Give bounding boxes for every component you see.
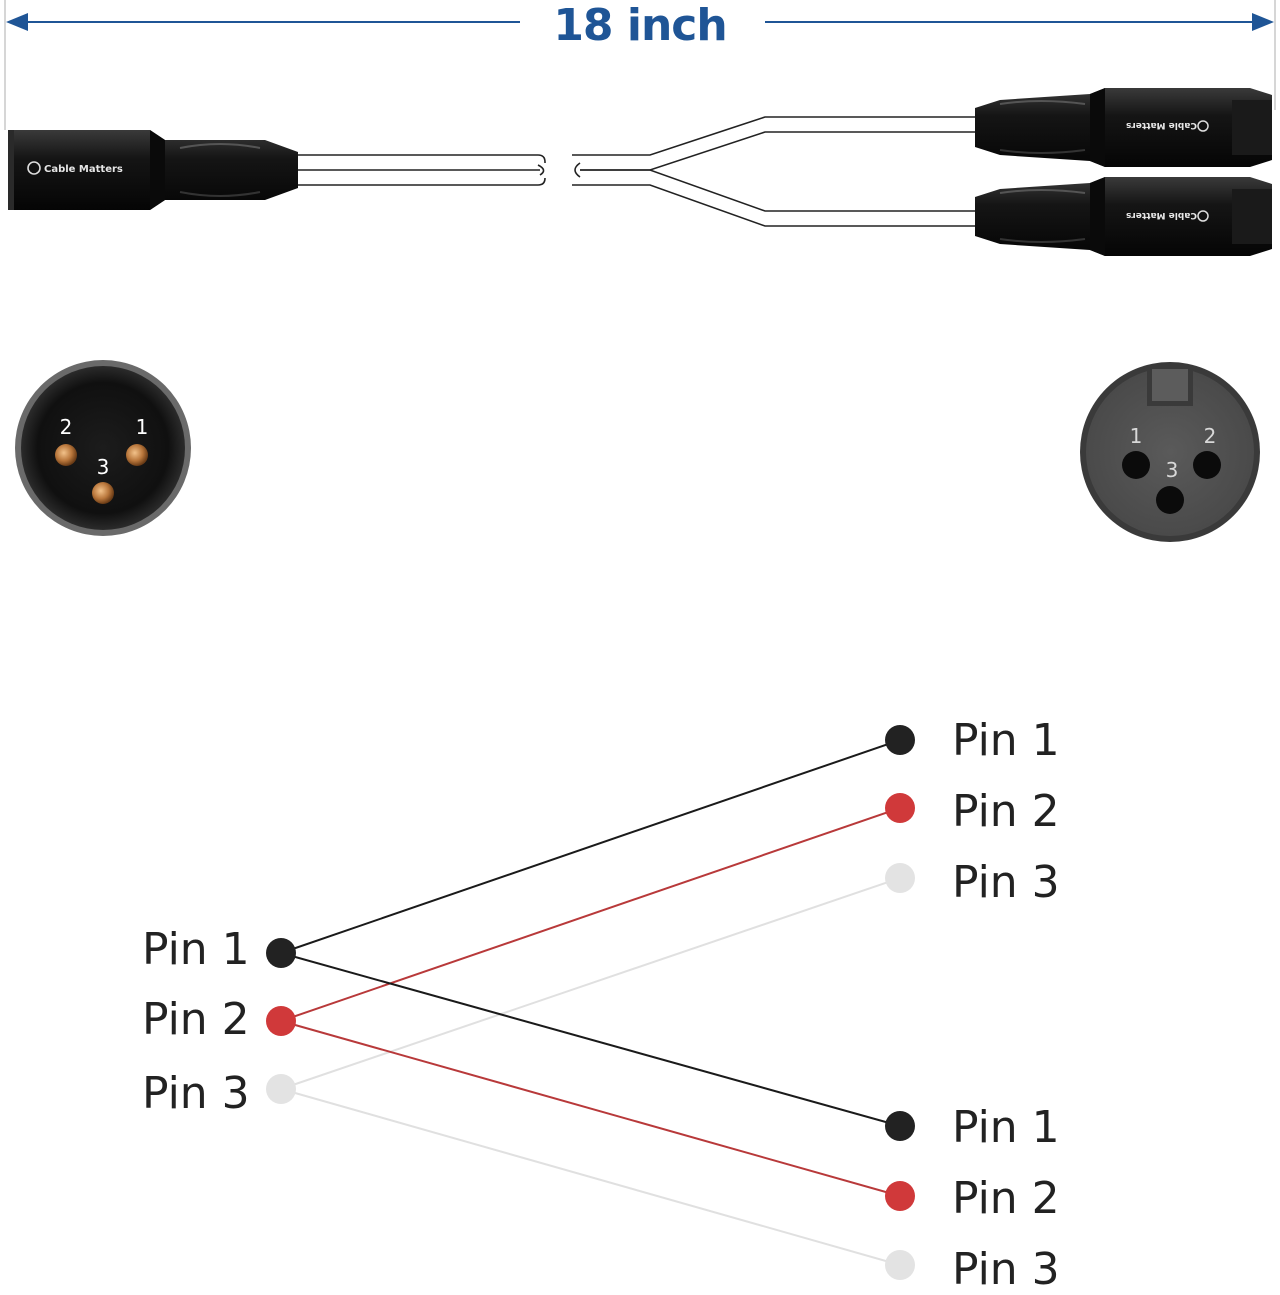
male-pin-1-label: 1	[136, 415, 149, 439]
male-pin-3-label: 3	[97, 455, 110, 479]
length-label: 18 inch	[553, 0, 726, 51]
cable-matters-logo: Cable Matters	[1126, 210, 1209, 222]
male-pin-1	[126, 444, 148, 466]
output-a-pin1-label: Pin 1	[952, 715, 1060, 766]
brand-label-bottom: Cable Matters	[1126, 210, 1197, 220]
output-a-pin2-label: Pin 2	[952, 786, 1060, 837]
source-pin3-label: Pin 3	[142, 1068, 250, 1119]
arrow-right-icon	[1252, 13, 1274, 31]
output-a-pin1-dot	[885, 725, 915, 755]
source-pin2-label: Pin 2	[142, 994, 250, 1045]
female-pin-3-label: 3	[1166, 458, 1179, 482]
male-pin-2	[55, 444, 77, 466]
male-pin-2-label: 2	[60, 415, 73, 439]
female-pin-2-label: 2	[1204, 424, 1217, 448]
source-pin2-dot	[266, 1006, 296, 1036]
wire-pin3-to-b-pin3	[280, 1088, 901, 1266]
female-xlr-connector-top: Cable Matters	[975, 88, 1272, 167]
male-xlr-connector: Cable Matters	[8, 130, 298, 210]
male-pin-3	[92, 482, 114, 504]
wiring-diagram: Pin 1 Pin 2 Pin 3 Pin 1 Pin 2 Pin 3 Pin …	[142, 715, 1060, 1295]
arrow-left-icon	[6, 13, 28, 31]
cable-right	[572, 116, 975, 227]
output-a-pin3-dot	[885, 863, 915, 893]
female-end-face: 1 2 3	[1080, 362, 1260, 542]
source-pin1-dot	[266, 938, 296, 968]
output-b-pin2-label: Pin 2	[952, 1173, 1060, 1224]
cable-left	[292, 154, 546, 186]
wire-pin2-to-a-pin2	[280, 807, 901, 1022]
female-xlr-connector-bottom: Cable Matters	[975, 177, 1272, 256]
brand-label-top: Cable Matters	[1126, 120, 1197, 130]
cable-illustration: Cable Matters Cable Matters Cable Ma	[8, 88, 1272, 256]
wire-pin2-to-b-pin2	[280, 1020, 901, 1197]
output-b-pin1-label: Pin 1	[952, 1102, 1060, 1153]
output-a-pin2-dot	[885, 793, 915, 823]
wire-pin3-to-a-pin3	[280, 877, 901, 1090]
length-dimension: 18 inch	[4, 0, 1276, 130]
cable-matters-logo: Cable Matters	[27, 161, 123, 175]
wire-pin1-to-b-pin1	[280, 952, 901, 1127]
wire-pin1-to-a-pin1	[280, 739, 901, 954]
output-a-pin3-label: Pin 3	[952, 857, 1060, 908]
output-b-pin3-label: Pin 3	[952, 1244, 1060, 1291]
output-b-pin1-dot	[885, 1111, 915, 1141]
source-pin1-label: Pin 1	[142, 924, 250, 975]
output-b-pin3-dot	[885, 1250, 915, 1280]
output-b-pin2-dot	[885, 1181, 915, 1211]
female-socket-1	[1122, 451, 1150, 479]
female-socket-3	[1156, 486, 1184, 514]
brand-label-male: Cable Matters	[44, 164, 123, 175]
female-pin-1-label: 1	[1130, 424, 1143, 448]
female-socket-2	[1193, 451, 1221, 479]
source-pin3-dot	[266, 1074, 296, 1104]
male-end-face: 2 1 3	[15, 360, 191, 536]
cable-matters-logo: Cable Matters	[1126, 120, 1209, 132]
